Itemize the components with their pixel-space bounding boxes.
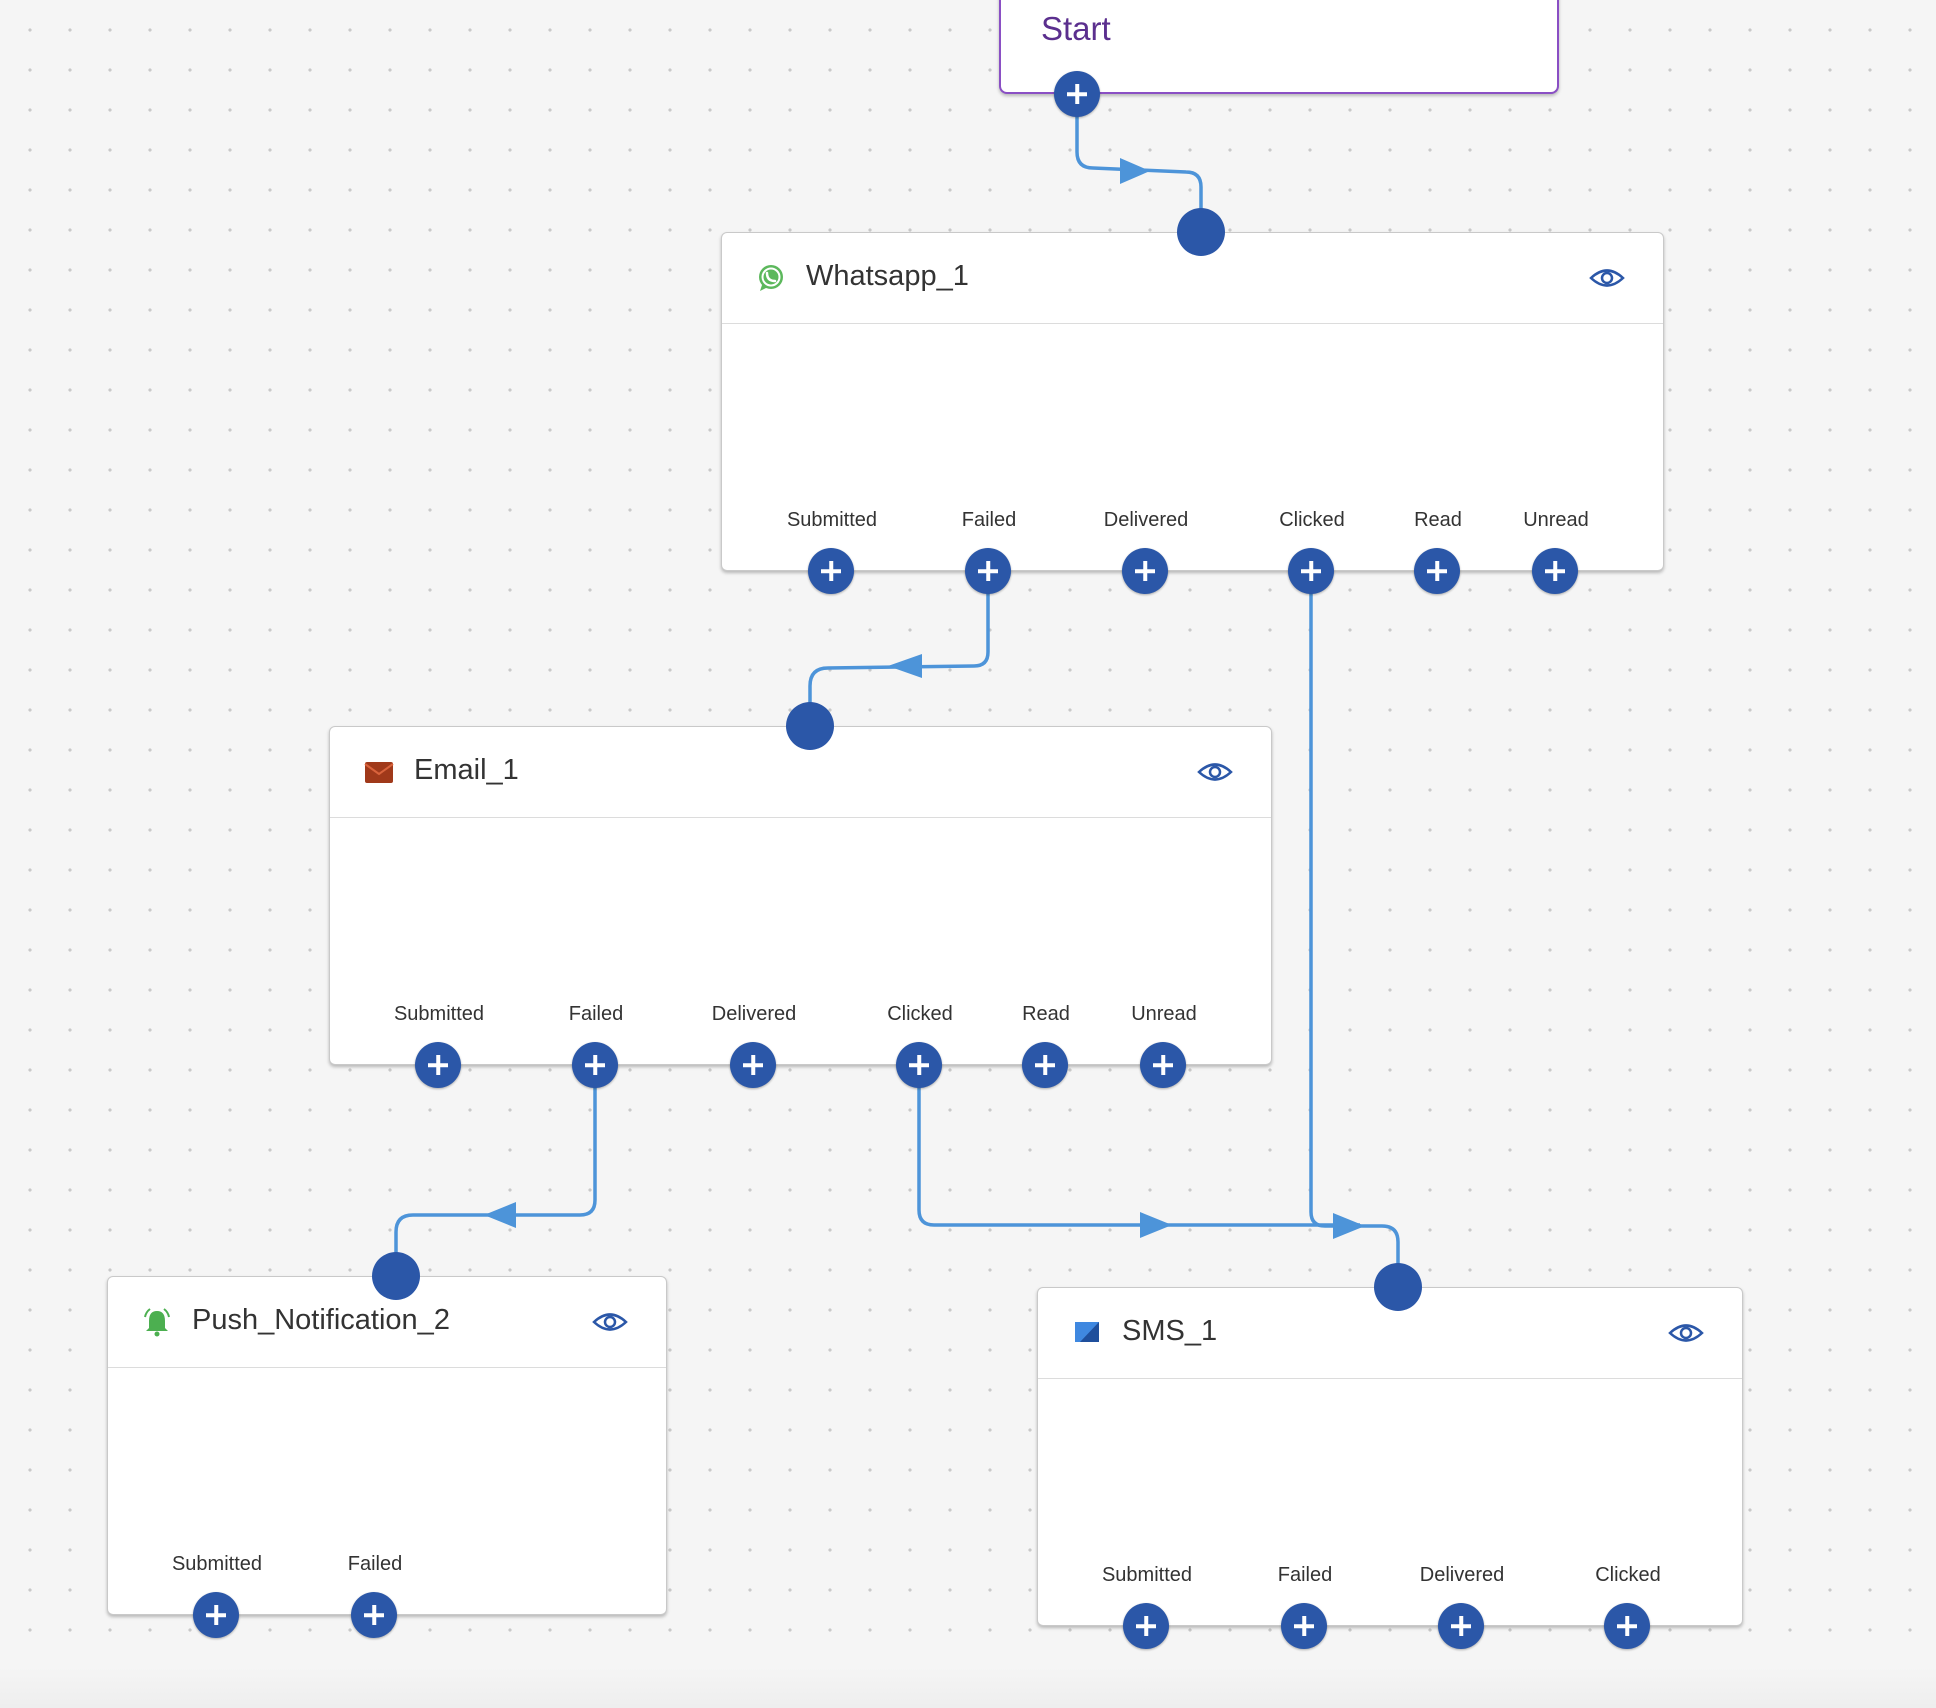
email-unread-add-button[interactable] — [1140, 1042, 1186, 1088]
start-label: Start — [1041, 10, 1111, 47]
email-node[interactable]: Email_1 Submitted Failed Delivered Click… — [329, 726, 1272, 1065]
email-clicked-add-button[interactable] — [896, 1042, 942, 1088]
node-header: Whatsapp_1 — [722, 233, 1663, 324]
edge-arrow — [484, 1202, 516, 1228]
edge-arrow — [1333, 1213, 1365, 1239]
output-label-delivered: Delivered — [1419, 1564, 1505, 1586]
eye-icon[interactable] — [592, 1307, 628, 1337]
push-notification-node[interactable]: Push_Notification_2 Submitted Failed — [107, 1276, 667, 1615]
output-label-submitted: Submitted — [786, 509, 878, 531]
eye-icon[interactable] — [1197, 757, 1233, 787]
node-header: Push_Notification_2 — [108, 1277, 666, 1368]
sms-clicked-add-button[interactable] — [1604, 1603, 1650, 1649]
whatsapp-icon — [756, 263, 786, 293]
email-read-add-button[interactable] — [1022, 1042, 1068, 1088]
push-submitted-add-button[interactable] — [193, 1592, 239, 1638]
output-label-failed: Failed — [1277, 1564, 1333, 1586]
node-header: SMS_1 — [1038, 1288, 1742, 1379]
sms-delivered-add-button[interactable] — [1438, 1603, 1484, 1649]
start-node[interactable]: Start — [999, 0, 1559, 94]
email-failed-add-button[interactable] — [572, 1042, 618, 1088]
output-label-submitted: Submitted — [171, 1553, 263, 1575]
whatsapp-failed-add-button[interactable] — [965, 548, 1011, 594]
edge-arrow — [1140, 1212, 1172, 1238]
output-label-clicked: Clicked — [887, 1003, 953, 1025]
sms-submitted-add-button[interactable] — [1123, 1603, 1169, 1649]
sms-failed-add-button[interactable] — [1281, 1603, 1327, 1649]
bell-icon — [142, 1307, 172, 1337]
push-notification-input-handle[interactable] — [372, 1252, 420, 1300]
whatsapp-unread-add-button[interactable] — [1532, 548, 1578, 594]
edge-email-failed-push — [394, 1065, 597, 1276]
whatsapp-node[interactable]: Whatsapp_1 Submitted Failed Delivered Cl… — [721, 232, 1664, 571]
output-label-unread: Unread — [1523, 509, 1589, 531]
whatsapp-submitted-add-button[interactable] — [808, 548, 854, 594]
edge-arrow — [888, 654, 922, 678]
node-title: SMS_1 — [1122, 1315, 1218, 1347]
sms-node[interactable]: SMS_1 Submitted Failed Delivered Clicked — [1037, 1287, 1743, 1626]
whatsapp-read-add-button[interactable] — [1414, 548, 1460, 594]
output-label-read: Read — [1414, 509, 1462, 531]
edge-whatsapp-failed-email — [808, 571, 990, 726]
node-title: Email_1 — [414, 754, 519, 786]
output-label-failed: Failed — [568, 1003, 624, 1025]
edge-start-whatsapp — [1075, 94, 1203, 232]
eye-icon[interactable] — [1589, 263, 1625, 293]
output-label-delivered: Delivered — [711, 1003, 797, 1025]
output-label-failed: Failed — [347, 1553, 403, 1575]
canvas-bottom-edge — [0, 1668, 1936, 1708]
whatsapp-clicked-add-button[interactable] — [1288, 548, 1334, 594]
output-label-unread: Unread — [1131, 1003, 1197, 1025]
output-label-clicked: Clicked — [1279, 509, 1345, 531]
push-failed-add-button[interactable] — [351, 1592, 397, 1638]
sms-icon — [1072, 1318, 1102, 1348]
email-submitted-add-button[interactable] — [415, 1042, 461, 1088]
output-label-delivered: Delivered — [1103, 509, 1189, 531]
eye-icon[interactable] — [1668, 1318, 1704, 1348]
email-delivered-add-button[interactable] — [730, 1042, 776, 1088]
whatsapp-input-handle[interactable] — [1177, 208, 1225, 256]
node-header: Email_1 — [330, 727, 1271, 818]
start-add-button[interactable] — [1054, 71, 1100, 117]
envelope-icon — [364, 757, 394, 787]
output-label-read: Read — [1022, 1003, 1070, 1025]
edge-arrow — [1120, 158, 1150, 184]
output-label-clicked: Clicked — [1595, 1564, 1661, 1586]
edge-whatsapp-clicked-sms — [1309, 571, 1400, 1287]
node-title: Whatsapp_1 — [806, 260, 969, 292]
whatsapp-delivered-add-button[interactable] — [1122, 548, 1168, 594]
output-label-submitted: Submitted — [393, 1003, 485, 1025]
sms-input-handle[interactable] — [1374, 1263, 1422, 1311]
output-label-submitted: Submitted — [1101, 1564, 1193, 1586]
email-input-handle[interactable] — [786, 702, 834, 750]
node-title: Push_Notification_2 — [192, 1304, 450, 1336]
output-label-failed: Failed — [961, 509, 1017, 531]
edge-email-clicked-sms — [917, 1065, 1360, 1227]
